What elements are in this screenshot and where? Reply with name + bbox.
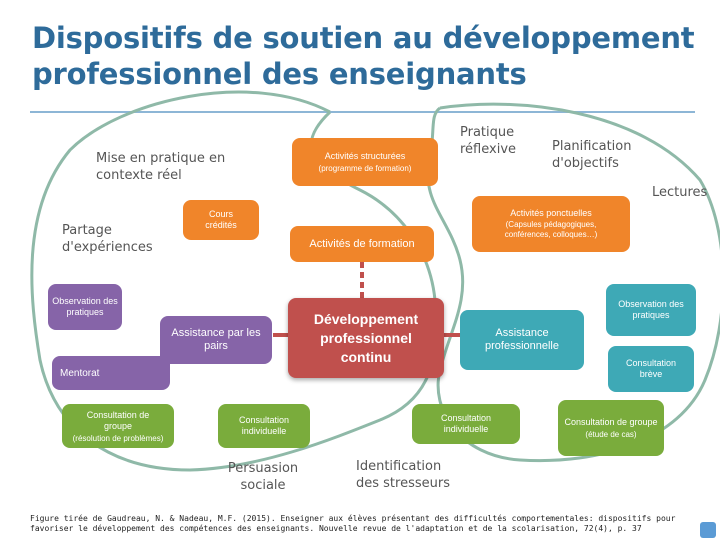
structured-label: Activités structurées <box>324 151 406 161</box>
box-structured-activities: Activités structurées (programme de form… <box>292 138 438 186</box>
label-persuasion: Persuasion sociale <box>227 461 299 493</box>
box-pro-group-consultation: Consultation de groupe (étude de cas) <box>558 400 664 456</box>
mentorat-label: Mentorat <box>60 367 100 379</box>
box-punctual-activities: Activités ponctuelles (Capsules pédagogi… <box>472 196 630 252</box>
center-label: Développement professionnel continu <box>313 310 419 365</box>
group-consultation-sub: (résolution de problèmes) <box>72 433 164 443</box>
label-reflexive: Pratique réflexive <box>460 125 517 157</box>
outline-left-loop <box>30 90 438 472</box>
box-pro-observation: Observation des pratiques <box>606 284 696 336</box>
pro-group-label: Consultation de groupe <box>564 416 658 427</box>
box-peer-individual-consultation: Consultation individuelle <box>218 404 310 448</box>
box-center-development: Développement professionnel continu <box>288 298 444 378</box>
structured-sub: (programme de formation) <box>318 164 412 173</box>
credited-courses-label: Cours crédités <box>205 209 237 230</box>
group-consultation-label: Consultation de groupe <box>86 409 150 431</box>
pro-brief-label: Consultation brève <box>625 358 677 379</box>
box-mentorat: Mentorat <box>52 356 170 390</box>
box-pro-brief: Consultation brève <box>608 346 694 392</box>
box-group-consultation: Consultation de groupe (résolution de pr… <box>62 404 174 448</box>
peer-individual-label: Consultation individuelle <box>238 415 290 436</box>
formation-activities-label: Activités de formation <box>309 238 415 250</box>
box-peer-assistance: Assistance par les pairs <box>160 316 272 364</box>
corner-logo <box>700 522 716 538</box>
pro-group-sub: (étude de cas) <box>585 429 637 439</box>
pro-individual-label: Consultation individuelle <box>440 413 492 434</box>
box-pro-individual-consultation: Consultation individuelle <box>412 404 520 444</box>
label-planning: Planification d'objectifs <box>552 139 632 171</box>
page-title: Dispositifs de soutien au développement … <box>32 21 695 91</box>
pro-observation-label: Observation des pratiques <box>618 299 684 320</box>
punctual-sub: (Capsules pédagogiques, conférences, col… <box>504 220 598 239</box>
pro-assistance-label: Assistance professionnelle <box>485 327 559 352</box>
title-underline <box>30 111 695 113</box>
box-credited-courses: Cours crédités <box>183 200 259 240</box>
punctual-label: Activités ponctuelles <box>510 208 592 218</box>
box-formation-activities: Activités de formation <box>290 226 434 262</box>
label-practice: Mise en pratique en contexte réel <box>96 151 226 183</box>
figure-caption: Figure tirée de Gaudreau, N. & Nadeau, M… <box>30 514 676 533</box>
label-sharing: Partage d'expériences <box>62 223 153 255</box>
peer-assistance-label: Assistance par les pairs <box>171 327 261 352</box>
label-stress: Identification des stresseurs <box>356 459 450 491</box>
peer-observation-label: Observation des pratiques <box>52 296 118 317</box>
box-peer-observation: Observation des pratiques <box>48 284 122 330</box>
label-readings: Lectures <box>652 185 708 200</box>
outline-right-loop <box>426 102 720 463</box>
box-pro-assistance: Assistance professionnelle <box>460 310 584 370</box>
